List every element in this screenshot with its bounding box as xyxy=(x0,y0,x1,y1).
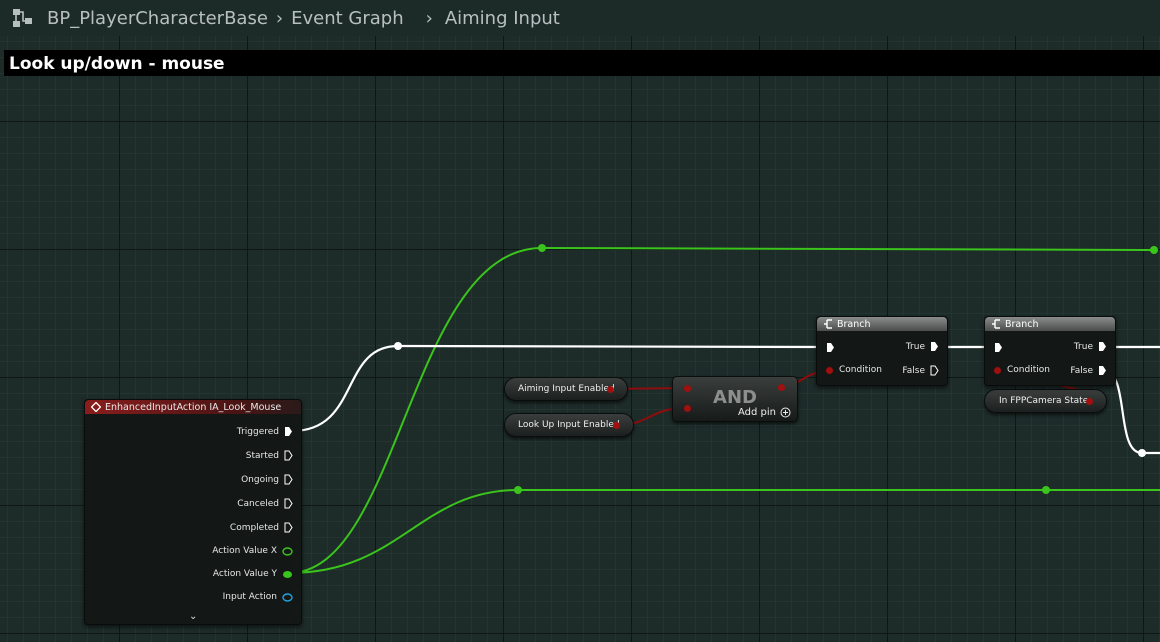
branch-node-header[interactable]: Branch xyxy=(985,317,1115,331)
branch-node-1[interactable]: Branch True Condition False xyxy=(816,316,948,386)
reroute-node-green-lower xyxy=(514,486,522,494)
pin-action-value-x[interactable]: Action Value X xyxy=(212,546,293,556)
add-pin-label: Add pin xyxy=(737,407,776,418)
pin-started[interactable]: Started xyxy=(246,450,293,461)
exec-pin-empty-icon[interactable] xyxy=(284,522,293,533)
pin-label: Condition xyxy=(1007,365,1050,375)
pin-label: Completed xyxy=(229,522,279,533)
reroute-node-green-upper xyxy=(538,244,546,252)
exec-pin-filled-icon[interactable] xyxy=(1098,365,1107,376)
and-node[interactable]: AND Add pin xyxy=(672,376,798,422)
pin-ongoing[interactable]: Ongoing xyxy=(241,474,293,485)
breadcrumb-blueprint[interactable]: BP_PlayerCharacterBase xyxy=(47,7,268,29)
var-aiming-input-enabled[interactable]: Aiming Input Enabled xyxy=(504,377,628,401)
float-pin-empty-icon[interactable] xyxy=(282,546,293,556)
object-pin-empty-icon[interactable] xyxy=(282,592,293,602)
and-node-title: AND xyxy=(713,387,757,408)
comment-title[interactable]: Look up/down - mouse xyxy=(4,50,1160,76)
exec-pin-empty-icon[interactable] xyxy=(284,450,293,461)
pin-false[interactable]: False xyxy=(1070,365,1107,376)
var-in-fpp-camera-state[interactable]: In FPPCamera State xyxy=(984,389,1107,413)
reroute-node-green-mid xyxy=(1042,486,1050,494)
pin-condition[interactable]: Condition xyxy=(825,365,882,375)
add-pin-button[interactable]: Add pin xyxy=(738,407,791,418)
var-label: Look Up Input Enabled xyxy=(518,420,620,430)
exec-pin-filled-icon[interactable] xyxy=(1098,341,1107,352)
pin-completed[interactable]: Completed xyxy=(230,522,293,533)
pin-action-value-y[interactable]: Action Value Y xyxy=(213,569,293,579)
pin-label: Condition xyxy=(839,365,882,375)
branch-node-header[interactable]: Branch xyxy=(817,317,947,331)
reroute-node-exec xyxy=(394,342,402,350)
branch-icon xyxy=(824,319,832,329)
branch-icon xyxy=(992,319,1000,329)
breadcrumb: BP_PlayerCharacterBase › Event Graph › A… xyxy=(0,0,1160,36)
var-label: In FPPCamera State xyxy=(999,396,1089,406)
branch-title: Branch xyxy=(1005,318,1039,330)
pin-label: Triggered xyxy=(236,426,279,437)
bool-pin-filled-icon[interactable] xyxy=(612,421,621,430)
event-node-header[interactable]: EnhancedInputAction IA_Look_Mouse xyxy=(85,400,301,414)
pin-label: True xyxy=(905,341,925,352)
bool-pin-filled-icon[interactable] xyxy=(993,366,1002,375)
pin-false[interactable]: False xyxy=(902,365,939,376)
pin-true[interactable]: True xyxy=(906,341,939,352)
exec-pin-filled-icon[interactable] xyxy=(930,341,939,352)
graph-icon xyxy=(13,9,32,27)
float-pin-filled-icon[interactable] xyxy=(282,570,293,579)
bool-pin-filled-icon[interactable] xyxy=(825,366,834,375)
exec-pin-filled-icon[interactable] xyxy=(284,426,293,437)
pin-condition[interactable]: Condition xyxy=(993,365,1050,375)
pin-label: False xyxy=(1070,365,1093,376)
breadcrumb-graph[interactable]: Event Graph xyxy=(291,7,404,29)
pin-canceled[interactable]: Canceled xyxy=(237,498,293,509)
bool-pin-filled-icon[interactable] xyxy=(683,404,692,413)
bool-pin-filled-icon[interactable] xyxy=(1085,397,1094,406)
wire-action-value-y-upper xyxy=(288,246,1155,574)
bool-pin-filled-icon[interactable] xyxy=(606,385,615,394)
exec-pin-empty-icon[interactable] xyxy=(284,474,293,485)
event-node-ia-look-mouse[interactable]: EnhancedInputAction IA_Look_Mouse Trigge… xyxy=(84,399,302,625)
chevron-right-icon: › xyxy=(275,7,284,29)
event-diamond-icon xyxy=(91,402,101,412)
breadcrumb-section[interactable]: Aiming Input xyxy=(444,7,560,29)
pin-label: Ongoing xyxy=(241,474,279,485)
branch-title: Branch xyxy=(837,318,871,330)
branch-node-2[interactable]: Branch True Condition False xyxy=(984,316,1116,386)
bool-pin-filled-icon[interactable] xyxy=(683,384,692,393)
exec-pin-filled-icon[interactable] xyxy=(994,342,1003,353)
pin-label: Action Value X xyxy=(212,546,277,556)
event-node-title: EnhancedInputAction IA_Look_Mouse xyxy=(105,401,282,413)
plus-circle-icon[interactable] xyxy=(780,407,791,418)
chevron-down-icon[interactable]: ⌄ xyxy=(189,611,198,622)
pin-label: Input Action xyxy=(222,592,277,602)
pin-label: True xyxy=(1073,341,1093,352)
wire-action-value-y-lower xyxy=(288,489,1160,574)
bool-pin-filled-icon[interactable] xyxy=(777,383,786,392)
exec-pin-empty-icon[interactable] xyxy=(930,365,939,376)
pin-label: Canceled xyxy=(237,498,279,509)
pin-label: Started xyxy=(245,450,279,461)
exec-pin-empty-icon[interactable] xyxy=(284,498,293,509)
chevron-right-icon: › xyxy=(425,7,433,29)
wire-triggered-exec xyxy=(291,344,824,433)
pin-true[interactable]: True xyxy=(1074,341,1107,352)
pin-label: False xyxy=(902,365,925,376)
pin-triggered[interactable]: Triggered xyxy=(237,426,293,437)
pin-input-action[interactable]: Input Action xyxy=(223,592,293,602)
var-label: Aiming Input Enabled xyxy=(518,384,615,394)
exec-pin-filled-icon[interactable] xyxy=(826,342,835,353)
var-look-up-input-enabled[interactable]: Look Up Input Enabled xyxy=(504,413,634,437)
reroute-node-false xyxy=(1138,449,1146,457)
reroute-node-green-right xyxy=(1150,246,1158,254)
pin-label: Action Value Y xyxy=(212,569,277,579)
